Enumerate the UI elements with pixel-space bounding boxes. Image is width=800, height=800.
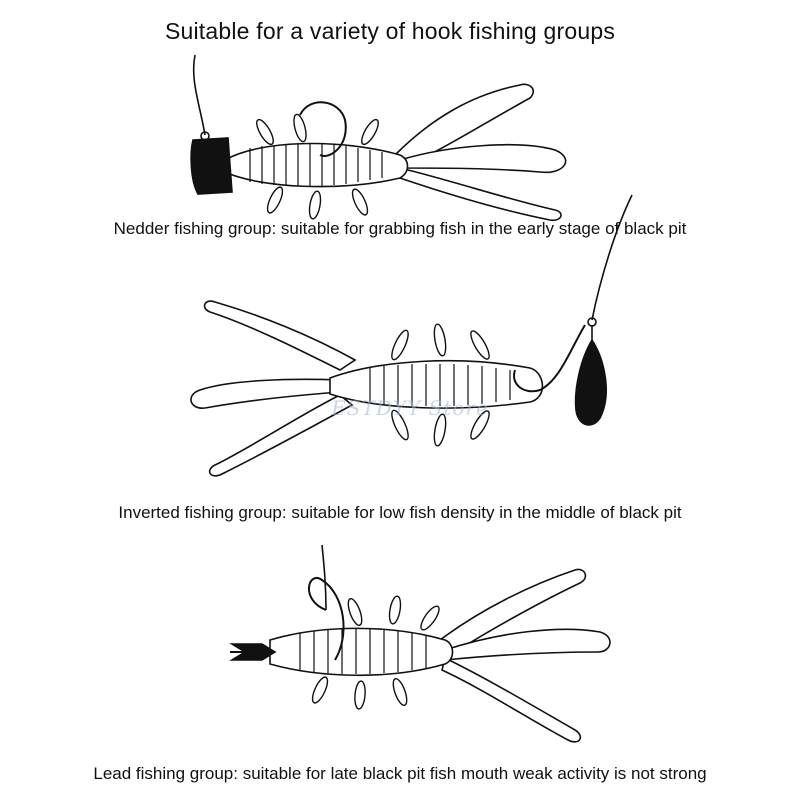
legs [391,323,490,447]
nedder-caption: Nedder fishing group: suitable for grabb… [113,219,687,238]
bait-body [224,142,409,188]
legs [311,595,440,710]
inverted-rig-svg [190,194,633,477]
page-title: Suitable for a variety of hook fishing g… [164,18,616,44]
line-eye [587,317,597,327]
lower-tail [399,166,562,222]
lower-tail [208,394,354,477]
body-ribs [249,144,383,186]
store-watermark: ESTDYY Store [331,396,489,420]
nedder-rig-illustration [0,54,800,222]
body-ribs [299,629,427,674]
body-ribs [369,364,511,406]
lower-tail [441,656,582,743]
fishing-line [591,194,633,321]
paddle-tail [444,628,611,661]
jig-head [190,137,233,195]
hook [308,577,345,661]
inverted-caption: Inverted fishing group: suitable for low… [118,503,682,522]
hook [513,324,586,393]
upper-tail [203,300,357,371]
lead-caption: Lead fishing group: suitable for late bl… [93,764,707,783]
fishing-line [321,544,327,611]
lead-rig-svg [229,544,611,743]
paddle-tail [399,144,567,174]
hook [299,101,347,157]
legs [256,113,379,220]
nedder-rig-svg [190,54,567,222]
sinker-weight [574,338,607,426]
fishing-line [192,54,206,136]
paddle-tail [190,378,341,409]
line-eye [200,131,210,141]
lead-rig-illustration [0,540,800,760]
bait-body [269,627,454,677]
upper-tail [393,83,535,166]
inverted-rig-illustration [0,190,800,500]
upper-tail [438,568,587,653]
